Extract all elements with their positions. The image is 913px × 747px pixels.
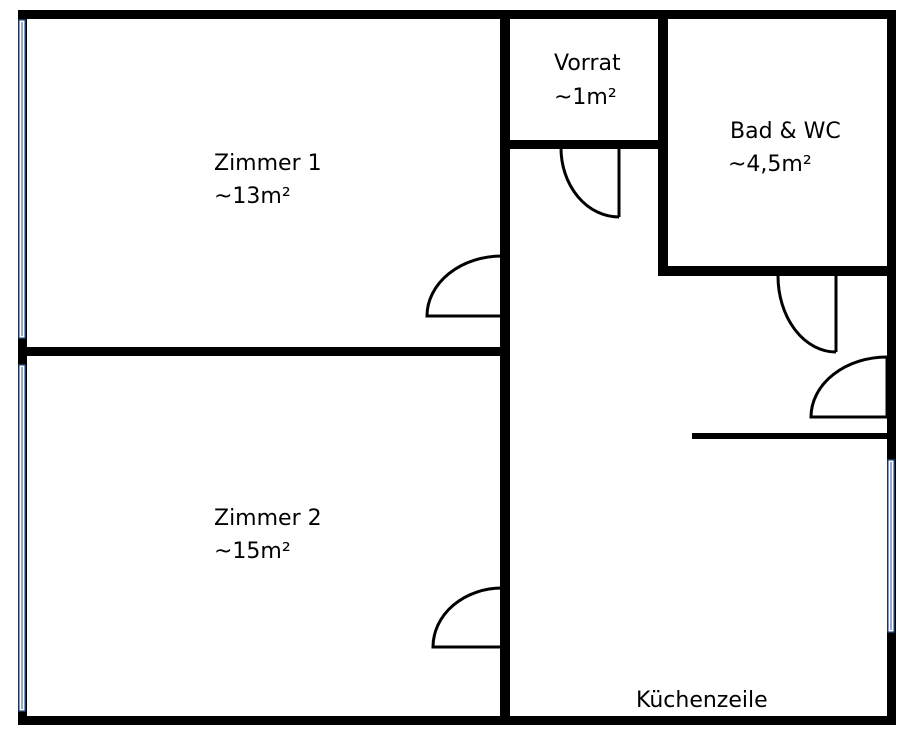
wall-zimmer1-zimmer2 [18, 347, 510, 356]
door-kitchen-partition [809, 355, 889, 419]
wall-vorrat-bottom [500, 140, 667, 149]
outer-wall-top [18, 10, 896, 19]
outer-wall-bottom [18, 716, 896, 725]
label-zimmer2-name: Zimmer 2 [214, 506, 322, 531]
wall-kitchen-partition [692, 433, 896, 439]
outer-wall-right [887, 10, 896, 725]
door-zimmer2 [431, 586, 504, 649]
door-vorrat [559, 147, 621, 219]
label-zimmer1-area: ~13m² [214, 184, 291, 209]
wall-vertical-center [500, 10, 510, 725]
label-bad-area: ~4,5m² [728, 152, 812, 177]
label-zimmer1-name: Zimmer 1 [214, 151, 322, 176]
door-zimmer1 [425, 254, 504, 318]
wall-vorrat-bad [658, 10, 668, 276]
label-kueche-name: Küchenzeile [636, 688, 768, 713]
label-zimmer2-area: ~15m² [214, 539, 291, 564]
label-vorrat-name: Vorrat [554, 51, 621, 76]
wall-bad-bottom [658, 266, 896, 276]
label-bad-name: Bad & WC [730, 119, 841, 144]
door-bad [776, 275, 838, 354]
label-vorrat-area: ~1m² [554, 85, 617, 110]
